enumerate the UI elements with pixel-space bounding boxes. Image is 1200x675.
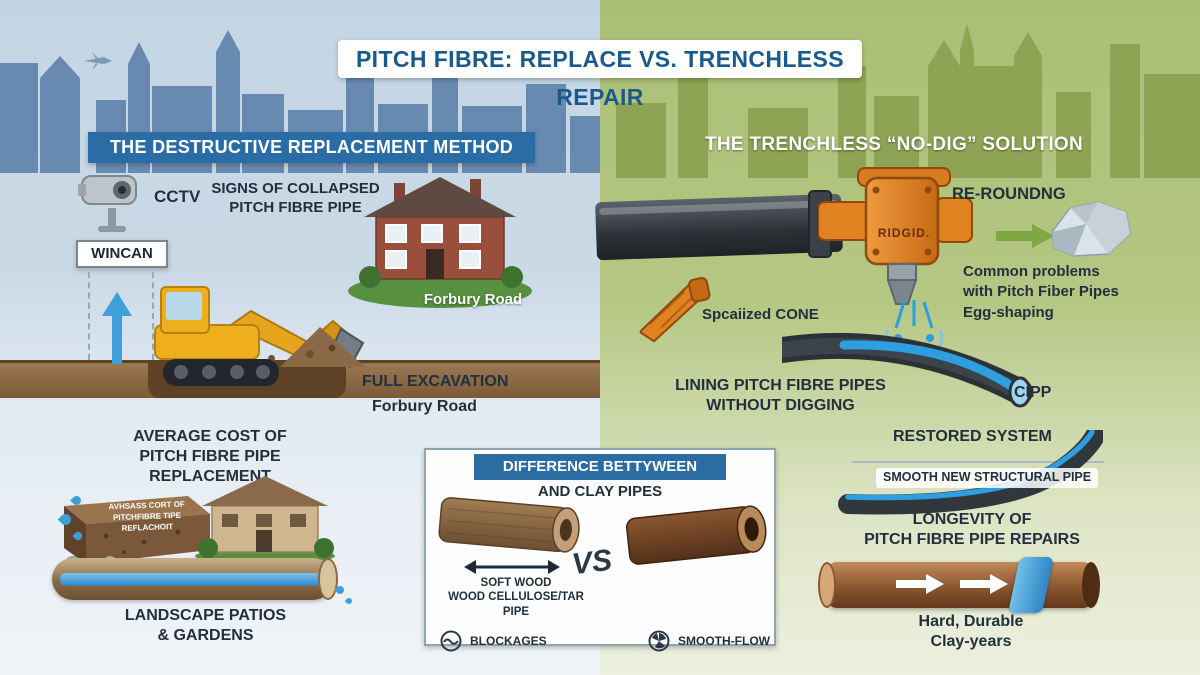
lining-line2: WITHOUT DIGGING: [706, 397, 855, 414]
wincan-label-box: WINCAN: [76, 240, 168, 268]
left-section-header: THE DESTRUCTIVE REPLACEMENT METHOD: [88, 132, 535, 163]
clay-line1: Hard, Durable: [918, 613, 1024, 630]
landscape-line1: LANDSCAPE PATIOS: [124, 607, 287, 624]
longevity-line2: PITCH FIBRE PIPE REPAIRS: [864, 531, 1080, 548]
right-section-header-text: THE TRENCHLESS “NO-DIG” SOLUTION: [705, 134, 1083, 155]
cone-tool-icon: [638, 277, 711, 343]
house-road-label: Forbury Road: [423, 291, 523, 308]
landscape-line2: & GARDENS: [157, 627, 254, 644]
rerounding-tool-illustration: [818, 167, 973, 305]
page-title: PITCH FIBRE: REPLACE VS. TRENCHLESS REPA…: [338, 40, 862, 110]
page-title-text: PITCH FIBRE: REPLACE VS. TRENCHLESS REPA…: [355, 46, 845, 110]
buried-pipe-illustration: [52, 558, 338, 600]
comparison-header-text: DIFFERENCE BETTYWEEN: [502, 458, 698, 475]
longevity-text: LONGEVITY OF PITCH FIBRE PIPE REPAIRS: [862, 510, 1082, 550]
survey-dashed-line: [88, 272, 90, 360]
rubble-dot: [268, 355, 275, 362]
excavation-road-label: Forbury Road: [372, 398, 477, 415]
dirt-mound: [280, 327, 365, 367]
pipe-left-cap: [818, 562, 836, 608]
lining-text: LINING PITCH FIBRE PIPES WITHOUT DIGGING: [668, 376, 893, 416]
cost-line2: PITCH FIBRE PIPE REPLACEMENT: [139, 448, 281, 485]
dark-pipe-illustration: [595, 193, 843, 261]
pipe-highlight: [599, 199, 838, 216]
cone-label: Spcaiized CONE: [702, 306, 819, 323]
up-arrow-icon: [102, 292, 132, 364]
problems-line1: Common problems: [963, 263, 1100, 280]
lining-line1: LINING PITCH FIBRE PIPES: [675, 377, 886, 394]
average-cost-text: AVERAGE COST OF PITCH FIBRE PIPE REPLACE…: [80, 427, 340, 487]
smooth-flow-label: SMOOTH-FLOW: [678, 634, 770, 648]
pitch-fibre-pipe-illustration: [438, 497, 580, 553]
cost-line1: AVERAGE COST OF: [133, 428, 287, 445]
wood-line1: SOFT WOOD: [480, 577, 552, 589]
wincan-label-text: WINCAN: [91, 245, 153, 262]
right-section-header: THE TRENCHLESS “NO-DIG” SOLUTION: [705, 134, 1105, 156]
house-illustration: [348, 177, 532, 308]
flow-arrow-icon: [960, 574, 1008, 594]
comparison-header: DIFFERENCE BETTYWEEN: [474, 454, 726, 480]
flow-arrow-icon: [896, 574, 944, 594]
clay-pipe-illustration: [626, 505, 767, 565]
cctv-label: CCTV: [154, 187, 201, 206]
signs-text: SIGNS OF COLLAPSED PITCH FIBRE PIPE: [208, 180, 383, 218]
blockages-label: BLOCKAGES: [470, 634, 547, 648]
blockages-icon: [440, 630, 462, 652]
full-excavation-label: FULL EXCAVATION: [362, 373, 509, 390]
problems-line3: Egg-shaping: [963, 303, 1054, 321]
pipe-right-cap: [1082, 562, 1100, 608]
survey-dashed-line: [152, 272, 154, 360]
restored-system-label: RESTORED SYSTEM: [893, 428, 1052, 445]
right-city-skyline: [616, 24, 1200, 178]
vs-label: VS: [570, 543, 614, 582]
comparison-box: DIFFERENCE BETTYWEEN AND CLAY PIPES SOFT…: [424, 448, 776, 652]
plane-icon: [84, 52, 112, 70]
width-arrow-icon: [464, 560, 560, 574]
landscape-text: LANDSCAPE PATIOS & GARDENS: [118, 606, 293, 646]
smooth-flow-icon: [648, 630, 670, 652]
problems-text: Common problems with Pitch Fiber Pipes E…: [963, 262, 1158, 323]
soil-block-illustration: [64, 496, 210, 564]
signs-line1: SIGNS OF COLLAPSED: [211, 180, 380, 197]
wood-line2: WOOD CELLULOSE/TAR PIPE: [448, 591, 584, 618]
excavator-illustration: [154, 286, 365, 386]
divider-line: [852, 461, 1104, 463]
lined-pipe-illustration: [782, 332, 1032, 408]
rerounding-label: RE-ROUNDNG: [952, 185, 1066, 203]
signs-line2: PITCH FIBRE PIPE: [229, 198, 362, 216]
pipe-end-cap: [318, 558, 338, 600]
clay-line2: Clay-years: [930, 633, 1012, 650]
green-arrow-icon: [996, 224, 1054, 248]
soil-block-text: AVHSASS CORT OF PITCHFIBRE TIPE REFLACHO…: [91, 498, 202, 535]
smooth-pipe-label: SMOOTH NEW STRUCTURAL PIPE: [876, 468, 1099, 488]
ridgid-label: RIDGID.: [877, 226, 931, 240]
wood-pipe-label: SOFT WOOD WOOD CELLULOSE/TAR PIPE: [436, 576, 596, 619]
longevity-line1: LONGEVITY OF: [912, 511, 1032, 528]
cipp-label: CIPP: [1014, 384, 1052, 401]
pipe-water-channel: [60, 573, 322, 586]
left-section-header-text: THE DESTRUCTIVE REPLACEMENT METHOD: [109, 137, 514, 157]
crumpled-pipe-illustration: [1051, 201, 1131, 257]
cctv-camera-icon: [78, 175, 137, 232]
clay-durability-text: Hard, Durable Clay-years: [896, 612, 1046, 652]
comparison-subheader: AND CLAY PIPES: [537, 483, 663, 500]
problems-line2: with Pitch Fiber Pipes: [963, 283, 1119, 301]
small-house-illustration: [195, 476, 335, 564]
